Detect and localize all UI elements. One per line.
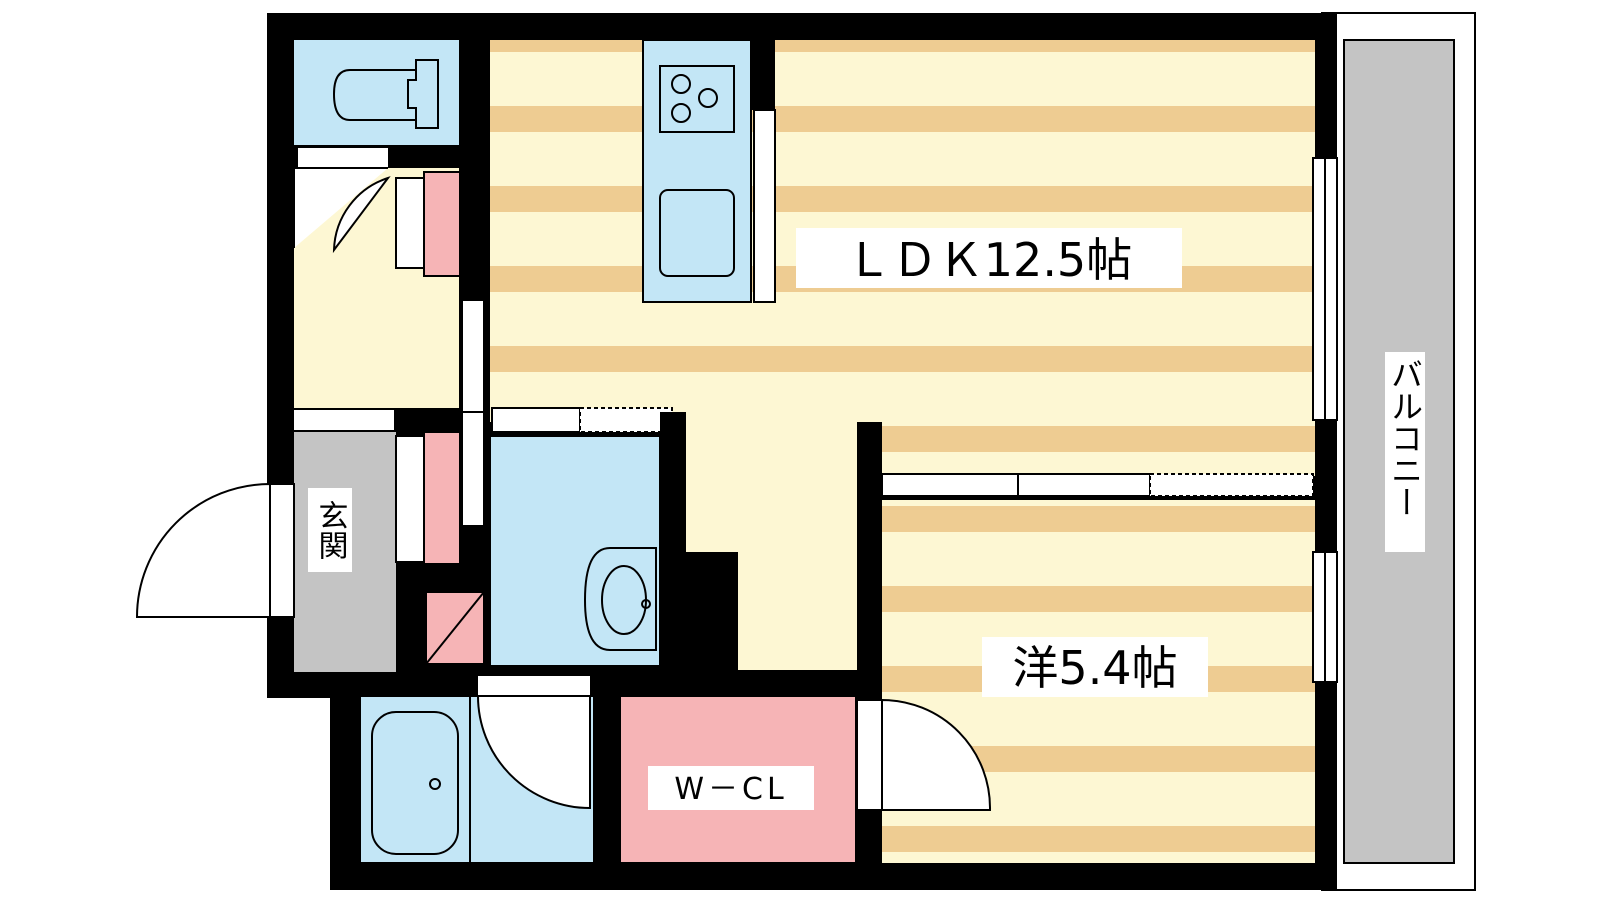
storage-closet bbox=[423, 171, 461, 277]
washroom bbox=[425, 407, 673, 667]
hall-door bbox=[461, 299, 485, 527]
bath-door-swing bbox=[476, 695, 591, 810]
entrance-door-swing bbox=[135, 482, 271, 618]
door-swing bbox=[881, 698, 992, 811]
shoe-closet bbox=[423, 431, 461, 565]
wcl-label: W－CL bbox=[674, 772, 787, 807]
balcony: バルコニー bbox=[1321, 12, 1476, 891]
sliding-door bbox=[1149, 473, 1314, 497]
western-room-door bbox=[856, 698, 992, 811]
drain-icon bbox=[641, 599, 651, 609]
kitchen-counter bbox=[642, 39, 776, 303]
balcony-label: バルコニー bbox=[1386, 358, 1424, 518]
door-swing bbox=[293, 167, 391, 254]
burner-icon bbox=[671, 103, 691, 123]
burner-icon bbox=[671, 74, 691, 94]
western-room-label: 洋5.4帖 bbox=[1012, 641, 1177, 695]
hallway bbox=[293, 167, 461, 430]
entrance-label: 玄関 bbox=[313, 500, 348, 560]
bathroom bbox=[357, 676, 595, 864]
entrance: 玄関 bbox=[135, 431, 461, 672]
balcony-windows bbox=[1312, 157, 1338, 683]
bathtub-icon bbox=[371, 711, 459, 855]
sliding-door bbox=[881, 473, 1151, 497]
burner-icon bbox=[698, 88, 718, 108]
ldk-label: ＬＤＫ12.5帖 bbox=[846, 233, 1132, 287]
kitchen-sink bbox=[659, 189, 735, 277]
bathtub-drain-icon bbox=[429, 778, 441, 790]
stove-top bbox=[659, 65, 735, 133]
toilet-icon bbox=[332, 59, 439, 129]
walk-in-closet: W－CL bbox=[619, 695, 857, 864]
toilet-room bbox=[294, 40, 459, 168]
